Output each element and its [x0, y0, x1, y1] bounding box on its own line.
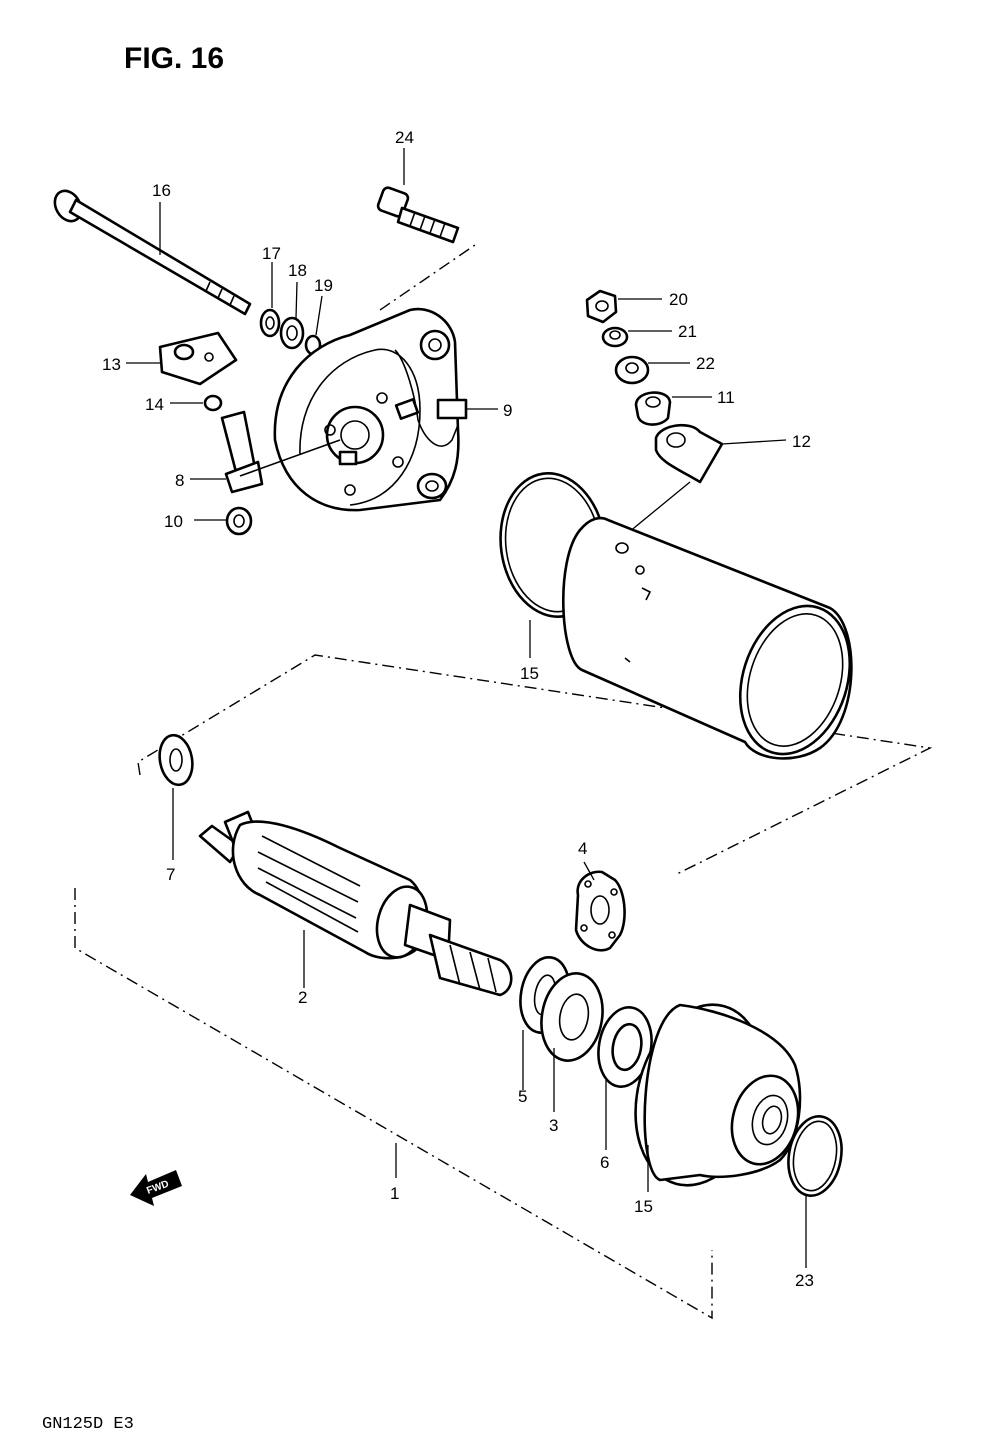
- label-20: 20: [669, 290, 688, 309]
- assembly-brackets: [74, 244, 933, 1320]
- label-5: 5: [518, 1087, 527, 1106]
- label-15-upper: 15: [520, 664, 539, 683]
- figure-title: FIG. 16: [124, 42, 224, 75]
- fwd-arrow-icon: FWD: [130, 1170, 182, 1206]
- label-7: 7: [166, 865, 175, 884]
- label-11: 11: [717, 388, 735, 407]
- nut-10: [225, 506, 253, 536]
- label-15-lower: 15: [634, 1197, 653, 1216]
- label-18: 18: [288, 261, 307, 280]
- plate-13: [158, 331, 238, 386]
- terminal-bolt-8: [220, 410, 341, 494]
- label-16: 16: [152, 181, 171, 200]
- label-8: 8: [175, 471, 184, 490]
- label-1: 1: [390, 1184, 399, 1203]
- washer-3: [540, 972, 604, 1062]
- armature-2: [198, 810, 513, 997]
- label-21: 21: [678, 322, 697, 341]
- nut-11: [634, 391, 672, 426]
- part-labels: 24 16 17 18 19 13 14 9 8 10 20 21 22 11 …: [102, 128, 814, 1290]
- yoke-case: [561, 516, 853, 760]
- end-cover-housing: [273, 307, 460, 512]
- label-17: 17: [262, 244, 281, 263]
- label-12: 12: [792, 432, 811, 451]
- washer-22: [614, 355, 650, 385]
- label-13: 13: [102, 355, 121, 374]
- label-24: 24: [395, 128, 414, 147]
- washer-21: [601, 326, 629, 348]
- label-14: 14: [145, 395, 164, 414]
- o-ring-23: [787, 1115, 843, 1197]
- nut-20: [585, 289, 618, 324]
- label-23: 23: [795, 1271, 814, 1290]
- washer-17: [259, 308, 281, 338]
- label-4: 4: [578, 839, 587, 858]
- label-22: 22: [696, 354, 715, 373]
- through-bolt-16: [53, 189, 252, 316]
- label-9: 9: [503, 401, 512, 420]
- label-6: 6: [600, 1153, 609, 1172]
- label-3: 3: [549, 1116, 558, 1135]
- label-19: 19: [314, 276, 333, 295]
- washer-7: [158, 733, 194, 787]
- terminal-cover-12: [654, 423, 724, 484]
- front-cover: [634, 1003, 802, 1187]
- o-ring-14: [203, 394, 223, 412]
- label-10: 10: [164, 512, 183, 531]
- label-2: 2: [298, 988, 307, 1007]
- terminal-9: [436, 398, 468, 420]
- washer-18: [279, 316, 305, 350]
- footer-code: GN125D E3: [42, 1415, 134, 1434]
- bolt-24: [376, 186, 460, 244]
- plate-4: [574, 870, 626, 952]
